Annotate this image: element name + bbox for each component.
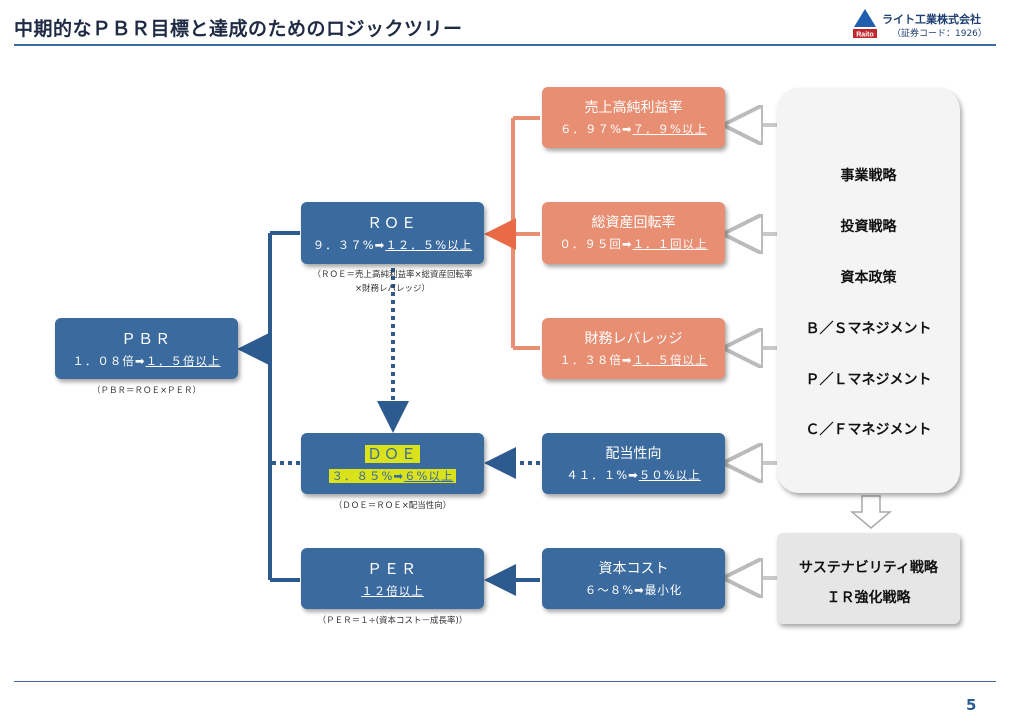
- leverage-value: １．３８倍➡１．５倍以上: [559, 353, 708, 367]
- strategy-arrows: [735, 125, 777, 578]
- title-divider: [14, 44, 996, 46]
- doe-note: （ＤＯＥ＝ＲＯＥ×配当性向）: [333, 501, 452, 511]
- footer-divider: [14, 681, 996, 682]
- roe-note-2: ×財務レバレッジ）: [354, 284, 431, 294]
- logo-mark-icon: Raito: [853, 9, 877, 39]
- leverage-box: 財務レバレッジ １．３８倍➡１．５倍以上: [542, 318, 725, 379]
- roe-box: ＲＯＥ ９．３７%➡１２．５%以上: [301, 202, 484, 264]
- page-number: 5: [966, 696, 977, 714]
- pbr-bracket: [237, 231, 300, 582]
- company-logo: Raito ライト工業株式会社 （証券コード：1926）: [852, 8, 1012, 42]
- strategy-panel: 事業戦略 投資戦略 資本政策 Ｂ／Ｓマネジメント Ｐ／Ｌマネジメント Ｃ／Ｆマネ…: [777, 88, 960, 493]
- ir-item: ＩＲ強化戦略: [826, 590, 911, 606]
- net-margin-value: ６．９７%➡７．９%以上: [559, 122, 707, 136]
- dotted-connectors: [272, 268, 540, 479]
- cost-of-capital-box: 資本コスト ６～８%➡最小化: [542, 548, 725, 609]
- payout-box: 配当性向 ４１．１%➡５０%以上: [542, 433, 725, 494]
- per-label: ＰＥＲ: [366, 560, 418, 578]
- roe-label: ＲＯＥ: [366, 214, 418, 232]
- doe-label: ＤＯＥ: [364, 445, 420, 463]
- net-margin-box: 売上高純利益率 ６．９７%➡７．９%以上: [542, 87, 725, 148]
- sustainability-panel: サステナビリティ戦略 ＩＲ強化戦略: [777, 533, 960, 624]
- strategy-item: Ｐ／Ｌマネジメント: [805, 372, 932, 388]
- pbr-value: １．０８倍➡１．５倍以上: [72, 354, 221, 368]
- per-value: １２倍以上: [361, 584, 424, 598]
- per-note: （ＰＥＲ＝１÷(資本コスト－成長率)）: [317, 616, 468, 626]
- payout-value: ４１．１%➡５０%以上: [566, 468, 701, 482]
- logo-text: Raito: [856, 32, 874, 39]
- doe-value: ３．８５%➡６%以上: [329, 469, 456, 483]
- roe-note-1: （ＲＯＥ＝売上高純利益率×総資産回転率: [312, 270, 473, 280]
- down-arrow-icon: [849, 495, 893, 529]
- net-margin-label: 売上高純利益率: [584, 100, 683, 116]
- strategy-item: 投資戦略: [840, 219, 897, 235]
- page-title: 中期的なＰＢＲ目標と達成のためのロジックツリー: [14, 18, 463, 40]
- pbr-label: ＰＢＲ: [120, 330, 172, 348]
- roe-bracket: [484, 116, 540, 350]
- leverage-label: 財務レバレッジ: [584, 331, 683, 347]
- strategy-item: Ｃ／Ｆマネジメント: [805, 422, 932, 438]
- per-box: ＰＥＲ １２倍以上: [301, 548, 484, 609]
- doe-box: ＤＯＥ ３．８５%➡６%以上: [301, 433, 484, 494]
- cost-of-capital-label: 資本コスト: [598, 561, 669, 577]
- securities-code: （証券コード：1926）: [892, 29, 987, 39]
- asset-turnover-box: 総資産回転率 ０．９５回➡１．１回以上: [542, 202, 725, 264]
- cost-of-capital-value: ６～８%➡最小化: [584, 583, 683, 597]
- asset-turnover-value: ０．９５回➡１．１回以上: [559, 237, 708, 251]
- strategy-item: Ｂ／Ｓマネジメント: [805, 321, 932, 337]
- payout-label: 配当性向: [605, 446, 662, 462]
- company-name: ライト工業株式会社: [882, 13, 981, 26]
- asset-turnover-label: 総資産回転率: [591, 215, 676, 231]
- roe-value: ９．３７%➡１２．５%以上: [312, 238, 473, 252]
- strategy-item: 事業戦略: [840, 168, 897, 184]
- strategy-item: 資本政策: [840, 270, 897, 286]
- pbr-note: （ＰＢＲ＝ＲＯＥ×ＰＥＲ）: [91, 386, 202, 396]
- sustainability-item: サステナビリティ戦略: [799, 560, 938, 576]
- pbr-box: ＰＢＲ １．０８倍➡１．５倍以上: [55, 318, 238, 379]
